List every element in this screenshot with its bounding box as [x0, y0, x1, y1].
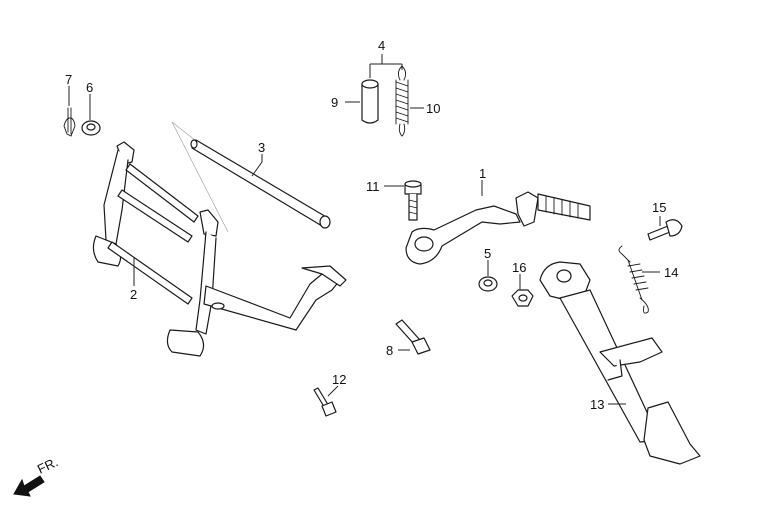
callout-8: 8 — [386, 343, 393, 358]
part-5-washer — [478, 276, 498, 292]
callout-1: 1 — [479, 166, 486, 181]
part-13-side-stand — [539, 261, 701, 465]
part-2-main-stand — [92, 121, 347, 357]
part-9-collar — [361, 79, 379, 124]
part-10-spring — [395, 65, 409, 137]
part-7-cotter-pin — [63, 107, 76, 137]
front-indicator-label: FR. — [35, 454, 60, 476]
callout-11: 11 — [366, 179, 380, 194]
callout-10: 10 — [426, 101, 440, 116]
part-16-nut — [511, 289, 534, 307]
callout-2: 2 — [130, 287, 137, 302]
part-8-pin — [395, 319, 431, 355]
callout-5: 5 — [484, 246, 491, 261]
part-6-washer — [81, 120, 101, 136]
callout-3: 3 — [258, 140, 265, 155]
callout-7: 7 — [65, 72, 72, 87]
callout-4: 4 — [378, 38, 385, 53]
part-14-spring — [618, 245, 649, 314]
part-12-bolt — [313, 387, 337, 417]
part-11-bolt — [404, 180, 422, 221]
part-3-shaft — [190, 139, 331, 229]
part-15-bolt — [647, 219, 683, 241]
callout-14: 14 — [664, 265, 678, 280]
callout-16: 16 — [512, 260, 526, 275]
callout-labels: 7 6 3 4 9 10 11 1 5 16 15 14 2 8 12 13 — [65, 38, 678, 412]
leader-lines — [68, 54, 661, 405]
callout-6: 6 — [86, 80, 93, 95]
part-1-kick-arm — [405, 191, 591, 265]
callout-9: 9 — [331, 95, 338, 110]
front-arrow-icon — [13, 475, 45, 497]
callout-12: 12 — [332, 372, 346, 387]
callout-13: 13 — [590, 397, 604, 412]
callout-15: 15 — [652, 200, 666, 215]
